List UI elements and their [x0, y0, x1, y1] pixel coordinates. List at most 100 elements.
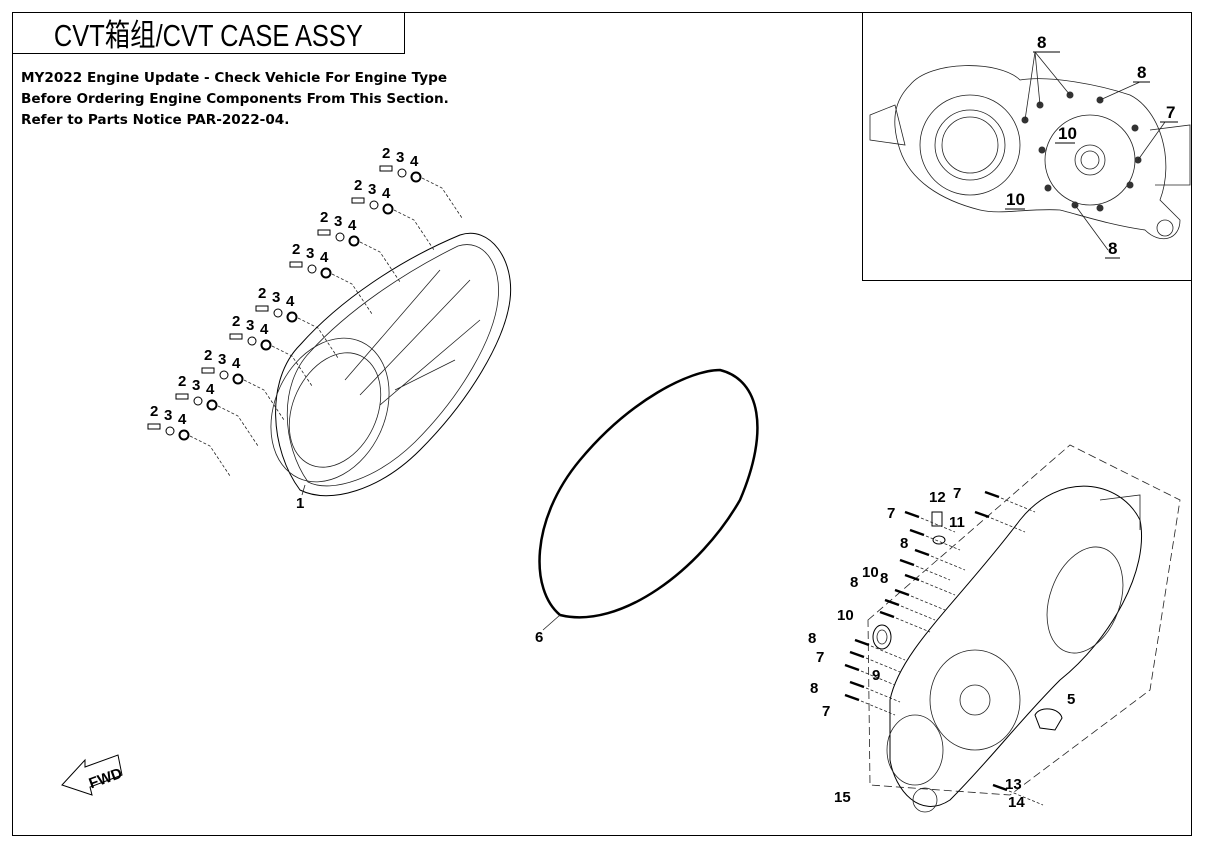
bolt-part-2[interactable] [317, 229, 331, 236]
bolt-part-2[interactable] [289, 261, 303, 268]
bolt-part-2[interactable] [229, 333, 243, 340]
bolt[interactable] [849, 680, 865, 689]
callout-3[interactable]: 3 [272, 289, 280, 306]
gasket-part-6[interactable] [538, 368, 759, 619]
callout-14[interactable]: 14 [1008, 794, 1025, 811]
callout-1[interactable]: 1 [296, 495, 304, 512]
callout-4[interactable]: 4 [382, 185, 391, 202]
washer-part-3[interactable] [397, 168, 407, 178]
callout-6[interactable]: 6 [535, 629, 543, 646]
callout-7[interactable]: 7 [816, 649, 824, 666]
callout-11[interactable]: 11 [949, 514, 965, 531]
callout-10[interactable]: 10 [837, 607, 854, 624]
callout-7[interactable]: 7 [1166, 103, 1175, 122]
callout-3[interactable]: 3 [218, 351, 226, 368]
bolt[interactable] [844, 663, 860, 672]
washer-part-3[interactable] [335, 232, 345, 242]
callout-2[interactable]: 2 [204, 347, 212, 364]
nut-part-4[interactable] [206, 399, 218, 411]
callout-2[interactable]: 2 [292, 241, 300, 258]
callout-8[interactable]: 8 [900, 535, 908, 552]
callout-9[interactable]: 9 [872, 667, 880, 684]
callout-3[interactable]: 3 [368, 181, 376, 198]
nut-part-4[interactable] [286, 311, 298, 323]
callout-2[interactable]: 2 [150, 403, 158, 420]
callout-10[interactable]: 10 [1058, 124, 1077, 143]
bolt[interactable] [884, 598, 900, 607]
oil-seal-part-9[interactable] [872, 624, 892, 650]
callout-3[interactable]: 3 [246, 317, 254, 334]
nut-part-4[interactable] [232, 373, 244, 385]
callout-7[interactable]: 7 [953, 485, 961, 502]
callout-4[interactable]: 4 [410, 153, 419, 170]
nut-part-4[interactable] [410, 171, 422, 183]
washer-part-3[interactable] [369, 200, 379, 210]
bolt[interactable] [974, 510, 990, 519]
callout-2[interactable]: 2 [354, 177, 362, 194]
bolt-part-2[interactable] [147, 423, 161, 430]
callout-3[interactable]: 3 [192, 377, 200, 394]
nut-part-4[interactable] [348, 235, 360, 247]
bolt[interactable] [854, 638, 870, 647]
callout-2[interactable]: 2 [178, 373, 186, 390]
callout-2[interactable]: 2 [320, 209, 328, 226]
bolt[interactable] [849, 650, 865, 659]
bolt[interactable] [984, 490, 1000, 499]
bolt[interactable] [894, 588, 910, 597]
bracket-part-5[interactable] [1034, 708, 1063, 731]
bolt[interactable] [899, 558, 915, 567]
bolt[interactable] [914, 548, 930, 557]
callout-4[interactable]: 4 [260, 321, 269, 338]
callout-3[interactable]: 3 [164, 407, 172, 424]
plug-part-12[interactable] [931, 511, 946, 545]
nut-part-4[interactable] [178, 429, 190, 441]
bolt[interactable] [909, 528, 925, 537]
washer-part-3[interactable] [307, 264, 317, 274]
bolt-part-2[interactable] [201, 367, 215, 374]
callout-2[interactable]: 2 [382, 145, 390, 162]
bolt-part-2[interactable] [255, 305, 269, 312]
callout-7[interactable]: 7 [822, 703, 830, 720]
callout-8[interactable]: 8 [850, 574, 858, 591]
nut-part-4[interactable] [320, 267, 332, 279]
callout-15[interactable]: 15 [834, 789, 851, 806]
bolt[interactable] [904, 573, 920, 582]
callout-8[interactable]: 8 [810, 680, 818, 697]
washer-part-3[interactable] [193, 396, 203, 406]
callout-13[interactable]: 13 [1005, 776, 1022, 793]
washer-part-3[interactable] [165, 426, 175, 436]
callout-8[interactable]: 8 [880, 570, 888, 587]
callout-8[interactable]: 8 [1108, 239, 1117, 258]
bolt[interactable] [904, 510, 920, 519]
callout-10[interactable]: 10 [862, 564, 879, 581]
callout-3[interactable]: 3 [334, 213, 342, 230]
callout-4[interactable]: 4 [320, 249, 329, 266]
callout-10[interactable]: 10 [1006, 190, 1025, 209]
nut-part-4[interactable] [382, 203, 394, 215]
cvt-cover-part-1[interactable] [248, 232, 512, 501]
washer-part-3[interactable] [273, 308, 283, 318]
callout-4[interactable]: 4 [178, 411, 187, 428]
bolt[interactable] [992, 783, 1008, 792]
callout-12[interactable]: 12 [929, 489, 946, 506]
callout-2[interactable]: 2 [258, 285, 266, 302]
callout-3[interactable]: 3 [396, 149, 404, 166]
callout-4[interactable]: 4 [348, 217, 357, 234]
callout-7[interactable]: 7 [887, 505, 895, 522]
nut-part-4[interactable] [260, 339, 272, 351]
callout-5[interactable]: 5 [1067, 691, 1075, 708]
callout-3[interactable]: 3 [306, 245, 314, 262]
washer-part-3[interactable] [247, 336, 257, 346]
bolt-part-2[interactable] [175, 393, 189, 400]
callout-4[interactable]: 4 [286, 293, 295, 310]
bolt[interactable] [844, 693, 860, 702]
bolt-part-2[interactable] [379, 165, 393, 172]
callout-8[interactable]: 8 [1037, 33, 1046, 52]
callout-2[interactable]: 2 [232, 313, 240, 330]
crankcase-part-15[interactable] [867, 444, 1181, 813]
washer-part-3[interactable] [219, 370, 229, 380]
callout-4[interactable]: 4 [206, 381, 215, 398]
bolt-part-2[interactable] [351, 197, 365, 204]
callout-8[interactable]: 8 [1137, 63, 1146, 82]
bolt[interactable] [879, 610, 895, 619]
